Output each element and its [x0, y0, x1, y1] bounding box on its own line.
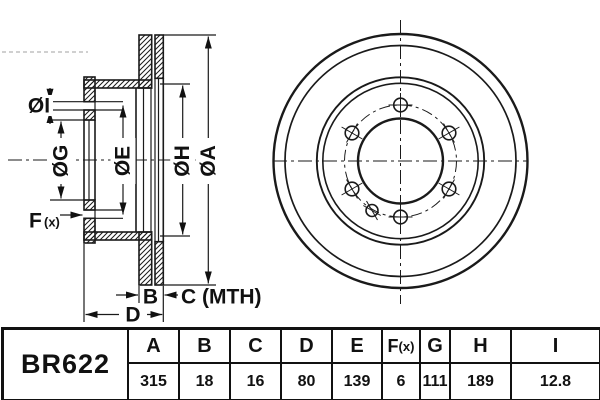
- value-i: 12.8: [510, 362, 599, 399]
- locating-hole: [363, 200, 381, 221]
- col-header-fx-main: F: [387, 335, 399, 356]
- dim-label-d: D: [125, 304, 140, 327]
- dim-label-dia-i: ØI: [28, 95, 50, 118]
- col-header-fx: F(x): [381, 330, 419, 362]
- braking-band-inner-circle: [315, 76, 486, 246]
- value-fx: 6: [381, 362, 419, 399]
- part-number: BR622: [4, 330, 127, 399]
- value-c: 16: [229, 362, 280, 399]
- col-header-h: H: [449, 330, 510, 362]
- hat-rim-circle: [321, 82, 479, 240]
- col-header-e: E: [331, 330, 381, 362]
- center-bore-circle: [356, 117, 445, 205]
- dim-label-dia-h: ØH: [171, 145, 194, 177]
- col-header-i: I: [510, 330, 599, 362]
- stud-hole-top: [388, 93, 413, 117]
- stud-hole-lower-left: [341, 179, 363, 199]
- bolt-circle: [344, 104, 457, 218]
- outer-chamfer-circle: [284, 44, 517, 278]
- col-header-g: G: [419, 330, 449, 362]
- dim-label-f-sub: (x): [44, 215, 60, 230]
- col-header-d: D: [280, 330, 331, 362]
- stud-hole-lower-right: [438, 179, 460, 199]
- value-g: 111: [419, 362, 449, 399]
- stud-holes: [341, 93, 460, 229]
- stud-hole-bottom: [388, 205, 413, 229]
- outer-diameter-circle: [272, 32, 529, 290]
- col-header-fx-sub: (x): [398, 338, 415, 354]
- value-a: 315: [127, 362, 178, 399]
- value-h: 189: [449, 362, 510, 399]
- dim-label-dia-a: ØA: [197, 145, 220, 177]
- front-view: [272, 20, 529, 304]
- dim-label-f: F: [29, 210, 42, 233]
- col-header-b: B: [178, 330, 229, 362]
- dim-label-c-mth: C (MTH): [181, 286, 261, 309]
- col-header-a: A: [127, 330, 178, 362]
- value-e: 139: [331, 362, 381, 399]
- cross-section-view: ØI ØG ØE ØH ØA F (x) B C (MTH) D: [2, 34, 261, 327]
- extension-lines: [50, 34, 216, 322]
- value-b: 18: [178, 362, 229, 399]
- label-backplates: [25, 95, 221, 324]
- value-d: 80: [280, 362, 331, 399]
- stud-hole-upper-left: [341, 123, 363, 143]
- col-header-c: C: [229, 330, 280, 362]
- interior-edges: [83, 78, 165, 242]
- dim-label-dia-e: ØE: [112, 146, 135, 176]
- hatched-sections: [83, 34, 165, 286]
- spec-table: BR622 A B C D E F(x) G H I 315 18 16 80 …: [1, 327, 600, 400]
- dim-label-b: B: [143, 286, 158, 309]
- stud-hole-upper-right: [438, 123, 460, 143]
- dim-label-dia-g: ØG: [50, 145, 73, 178]
